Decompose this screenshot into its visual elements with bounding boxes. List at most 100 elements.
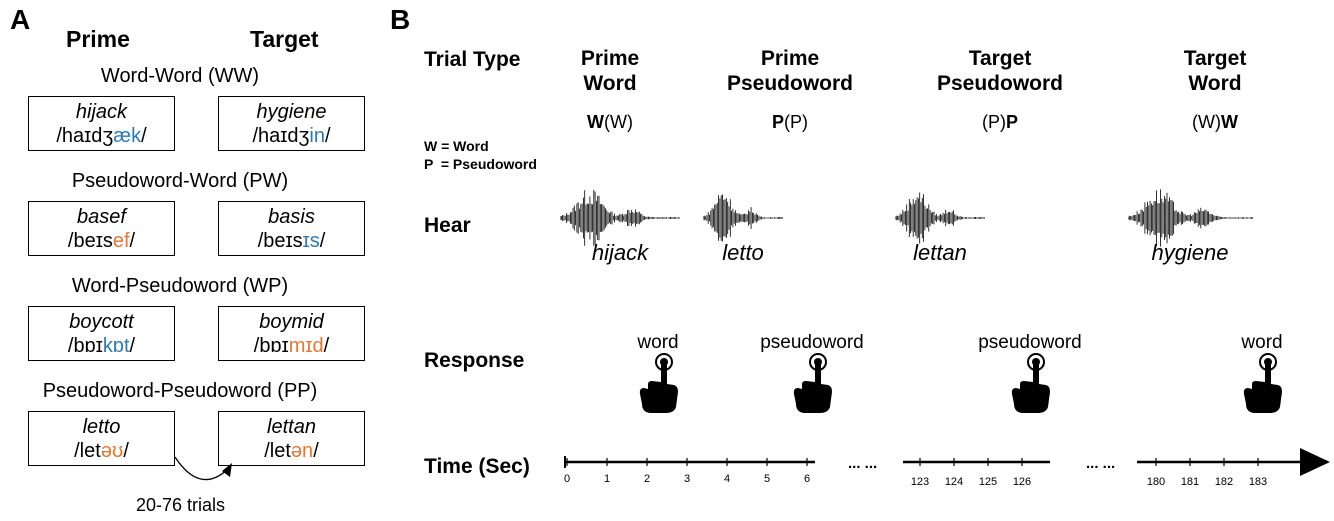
trial-code: (W)W (1165, 112, 1265, 133)
ipa-end: / (141, 125, 147, 147)
trial-code: W(W) (560, 112, 660, 133)
time-tick-label: 0 (563, 473, 571, 485)
stimulus-ipa: /letəʊ/ (29, 439, 174, 463)
audio-waveform (560, 190, 680, 246)
stimulus-word: basef (77, 206, 126, 228)
stimulus-word: lettan (267, 416, 316, 438)
panel-a-label: A (10, 4, 31, 35)
ipa-shared: /beɪs (257, 230, 303, 252)
response-text: pseudoword (760, 332, 864, 353)
trial-type-line1: Prime (580, 47, 640, 70)
legend-pseudoword: P = Pseudoword (424, 156, 537, 172)
pair-arrow (174, 456, 232, 481)
ipa-shared: /let (74, 440, 101, 462)
ipa-end: / (123, 440, 129, 462)
ipa-shared: /beɪs (67, 230, 113, 252)
time-label: Time (Sec) (424, 455, 530, 478)
response-text: word (1241, 332, 1283, 353)
time-tick-label: 3 (683, 473, 691, 485)
stimulus-ipa: /haɪdʒin/ (219, 124, 364, 148)
ipa-shared: /let (264, 440, 291, 462)
time-tick-label: 180 (1146, 476, 1166, 488)
trial-type-line1: Target (968, 47, 1032, 70)
prime-stimulus-box: basef/beɪsef/ (28, 201, 175, 256)
pointing-hand-icon (1011, 353, 1050, 413)
trial-type-line2: Word (583, 72, 637, 95)
response-text: word (637, 332, 679, 353)
ipa-differing: ən (290, 440, 314, 462)
ipa-end: / (319, 230, 326, 252)
ipa-shared: /bɒɪ (67, 335, 103, 357)
ipa-differing: kɒt (102, 335, 130, 357)
trial-type-line1: Target (1183, 47, 1247, 70)
ipa-shared: /haɪdʒ (252, 125, 310, 147)
stimulus-ipa: /bɒɪmɪd/ (219, 334, 364, 358)
stimulus-ipa: /bɒɪkɒt/ (29, 334, 174, 358)
audio-waveform (1127, 189, 1253, 247)
stimulus-word: letto (82, 416, 121, 438)
heard-word: letto (722, 240, 764, 265)
code-pair: (P) (981, 112, 1006, 132)
stimulus-word: hygiene (256, 101, 327, 123)
timeline (564, 448, 1330, 476)
prime-column-header: Prime (66, 26, 130, 52)
ipa-end: / (313, 440, 319, 462)
ipa-end: / (129, 335, 136, 357)
ellipsis-2: ... ... (1086, 455, 1116, 472)
heard-word: lettan (913, 240, 967, 265)
stimulus-ipa: /haɪdʒæk/ (29, 124, 174, 148)
time-tick-label: 123 (910, 476, 930, 488)
time-tick-label: 183 (1248, 476, 1268, 488)
trial-type-line2: Word (1188, 72, 1242, 95)
time-tick-label: 126 (1012, 476, 1032, 488)
legend-word: W = Word (424, 138, 489, 154)
prime-stimulus-box: hijack/haɪdʒæk/ (28, 96, 175, 151)
code-current: W (587, 112, 604, 132)
ipa-differing: ef (112, 230, 130, 252)
ellipsis-1: ... ... (848, 455, 878, 472)
condition-title: Pseudoword-Pseudoword (PP) (42, 380, 318, 402)
pointing-hand-icon (1243, 353, 1282, 413)
target-stimulus-box: boymid/bɒɪmɪd/ (218, 306, 365, 361)
code-current: P (1005, 112, 1018, 132)
time-tick-label: 2 (643, 473, 651, 485)
hear-label: Hear (424, 214, 471, 237)
stimulus-ipa: /letən/ (219, 439, 364, 463)
time-tick-label: 1 (603, 473, 611, 485)
time-tick-label: 181 (1180, 476, 1200, 488)
ipa-end: / (324, 125, 331, 147)
stimulus-word: boymid (259, 311, 324, 333)
ipa-differing: æk (113, 125, 142, 147)
trial-code: (P)P (950, 112, 1050, 133)
code-current: W (1220, 112, 1238, 132)
target-stimulus-box: lettan/letən/ (218, 411, 365, 466)
trials-count-label: 20-76 trials (136, 495, 226, 515)
time-tick-label: 182 (1214, 476, 1234, 488)
heard-word: hijack (591, 240, 649, 265)
prime-stimulus-box: letto/letəʊ/ (28, 411, 175, 466)
condition-title: Pseudoword-Word (PW) (71, 170, 289, 192)
stimulus-word: boycott (69, 311, 134, 333)
trial-type-line2: Pseudoword (726, 72, 853, 95)
stimulus-ipa: /beɪsef/ (29, 229, 174, 253)
target-stimulus-box: hygiene/haɪdʒin/ (218, 96, 365, 151)
response-text: pseudoword (978, 332, 1082, 353)
code-pair: (W) (1192, 112, 1221, 132)
target-stimulus-box: basis/beɪsɪs/ (218, 201, 365, 256)
time-tick-label: 5 (763, 473, 771, 485)
ipa-shared: /haɪdʒ (56, 125, 114, 147)
code-current: P (771, 112, 784, 132)
legend: W = Word P = Pseudoword (424, 137, 537, 173)
target-column-header: Target (250, 26, 319, 52)
ipa-differing: in (309, 125, 325, 147)
stimulus-word: hijack (75, 101, 128, 123)
code-pair: (W) (604, 112, 633, 132)
response-label: Response (424, 349, 525, 372)
time-tick-label: 125 (978, 476, 998, 488)
time-tick-label: 124 (944, 476, 964, 488)
audio-waveform (895, 192, 985, 244)
condition-title: Word-Word (WW) (100, 65, 260, 87)
trial-type-label: Trial Type (424, 48, 521, 71)
